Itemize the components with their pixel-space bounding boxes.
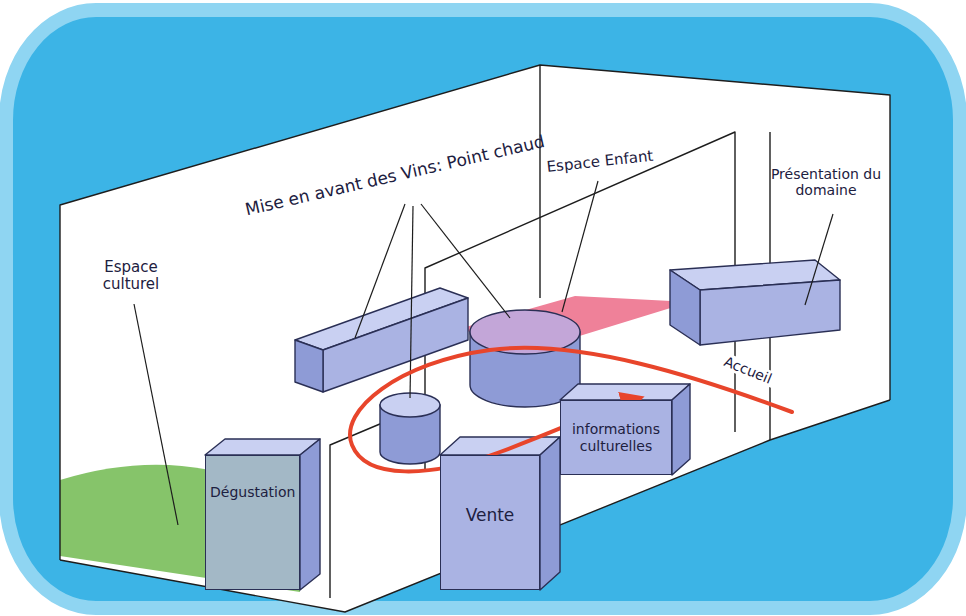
stand-label: Dégustation: [210, 484, 295, 500]
stand-label: Vente: [466, 506, 515, 526]
box-top: [560, 384, 690, 400]
room-lines: [60, 65, 890, 612]
wine-display: [295, 288, 468, 392]
box-end: [670, 270, 700, 345]
leader-line: [134, 304, 178, 525]
box-front: [700, 280, 840, 345]
stand-box: Dégustation: [205, 455, 300, 590]
box-side: [540, 437, 560, 590]
path-label: Accueil: [719, 352, 777, 388]
back-corner: [539, 65, 540, 298]
leader-line: [421, 204, 510, 318]
stand-label: informations culturelles: [565, 421, 667, 453]
area-label: Espace culturel: [86, 259, 176, 294]
small-cylinder: [380, 393, 440, 464]
big-cylinder: [470, 310, 580, 407]
area-label: Espace Enfant: [546, 148, 654, 176]
leader-line: [562, 181, 598, 312]
box-front: [323, 298, 468, 392]
box-end: [295, 340, 323, 392]
callout-label: Présentation du domaine: [770, 166, 882, 198]
box-side: [672, 384, 690, 475]
leader-line: [410, 206, 413, 398]
stand-box: informations culturelles: [560, 400, 672, 475]
leader-line: [805, 214, 833, 305]
callout-label: Mise en avant des Vins: Point chaud: [243, 132, 546, 220]
room-floor-walls: [60, 65, 890, 612]
floor-edge: [60, 400, 890, 612]
box-side: [300, 439, 320, 590]
leader-line: [355, 204, 405, 338]
stand-box: Vente: [440, 455, 540, 590]
